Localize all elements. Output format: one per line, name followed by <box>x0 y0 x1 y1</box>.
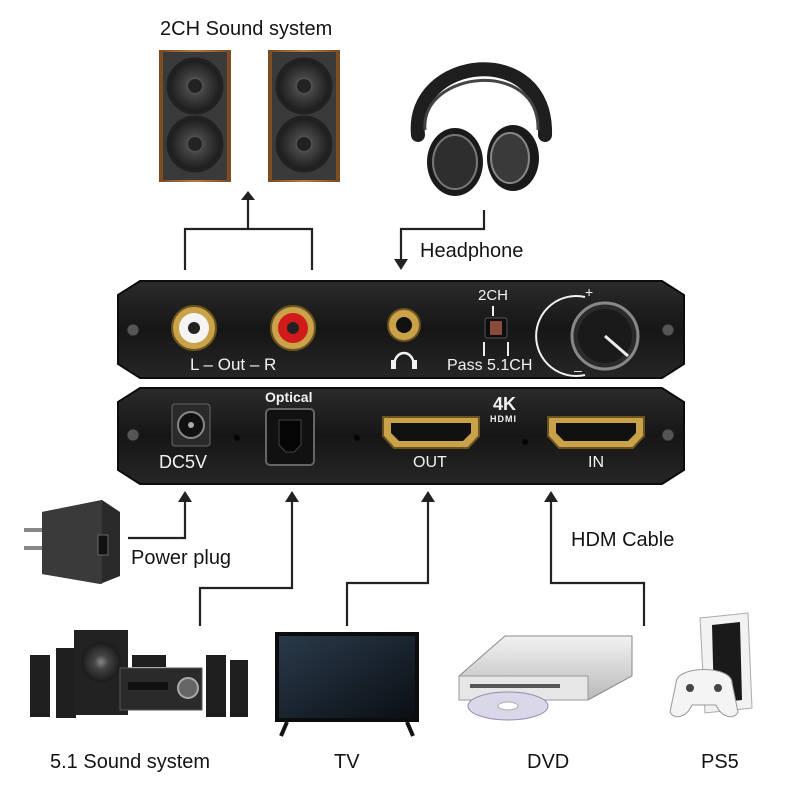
power-plug-label: Power plug <box>131 547 232 569</box>
dc-power-jack[interactable] <box>171 403 211 447</box>
hdmi-cable-label: HDM Cable <box>571 529 675 551</box>
power-plug-icon <box>24 500 120 584</box>
switch-pass-label: Pass 5.1CH <box>447 357 533 374</box>
connector-lines-top <box>183 191 486 270</box>
volume-knob[interactable] <box>535 295 640 377</box>
tv-label: TV <box>334 751 360 773</box>
knob-minus-label: – <box>574 362 582 378</box>
speaker-right-icon <box>268 50 340 182</box>
switch-2ch-label: 2CH <box>478 287 509 304</box>
hdmi-out-port[interactable] <box>382 416 480 449</box>
rca-out-label: L – Out – R <box>190 355 277 374</box>
badge-hdmi: HDMI <box>490 414 517 424</box>
badge-4k: 4K <box>493 394 517 414</box>
hdmi-out-label: OUT <box>413 454 447 471</box>
headphone-jack[interactable] <box>387 308 421 342</box>
hdmi-in-label: IN <box>588 454 604 471</box>
hdmi-in-port[interactable] <box>547 416 645 449</box>
optical-port[interactable] <box>265 408 315 466</box>
dvd-label: DVD <box>527 751 570 773</box>
surround-sound-system-icon <box>30 630 248 718</box>
knob-plus-label: + <box>585 284 594 300</box>
dvd-player-icon <box>458 635 633 721</box>
tv-icon <box>275 632 419 737</box>
dc5v-label: DC5V <box>159 452 208 472</box>
rca-right-jack[interactable] <box>270 305 316 351</box>
ps5-console-icon <box>669 612 753 718</box>
headphone-label: Headphone <box>420 240 524 262</box>
rca-left-jack[interactable] <box>171 305 217 351</box>
speaker-left-icon <box>159 50 231 182</box>
ps5-label: PS5 <box>701 751 739 773</box>
headphones-icon <box>410 62 553 196</box>
mode-switch[interactable] <box>483 306 509 356</box>
optical-label: Optical <box>265 389 313 405</box>
headphone-symbol-icon <box>391 351 417 369</box>
two-ch-sound-system-label: 2CH Sound system <box>160 18 333 40</box>
connector-lines-bottom <box>128 491 646 626</box>
five-one-sound-system-label: 5.1 Sound system <box>50 751 211 773</box>
